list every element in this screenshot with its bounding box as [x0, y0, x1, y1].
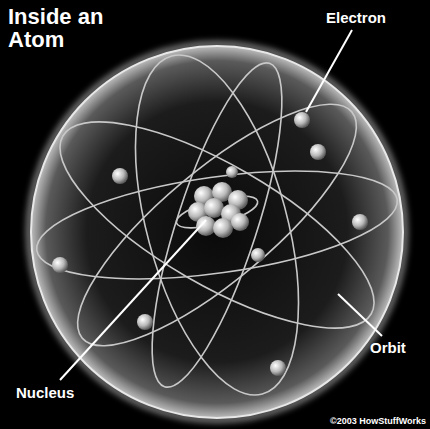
leader-line	[306, 30, 352, 112]
part-label: Orbit	[370, 340, 406, 356]
sphere-glow	[29, 44, 405, 420]
orbit-ring	[30, 152, 404, 298]
leader-line	[60, 220, 206, 380]
leader-lines	[60, 30, 382, 380]
atom-sphere	[31, 46, 403, 418]
copyright-note: ©2003 HowStuffWorks	[330, 417, 426, 426]
leader-line	[338, 294, 382, 336]
orbit-ring	[104, 38, 330, 412]
title: Inside an Atom	[8, 5, 120, 51]
part-label: Electron	[326, 10, 386, 26]
orbit-ring	[47, 70, 387, 381]
orbits	[30, 38, 404, 412]
part-label: Nucleus	[16, 385, 74, 401]
orbit-ring	[33, 84, 401, 366]
orbit-ring	[126, 51, 307, 399]
